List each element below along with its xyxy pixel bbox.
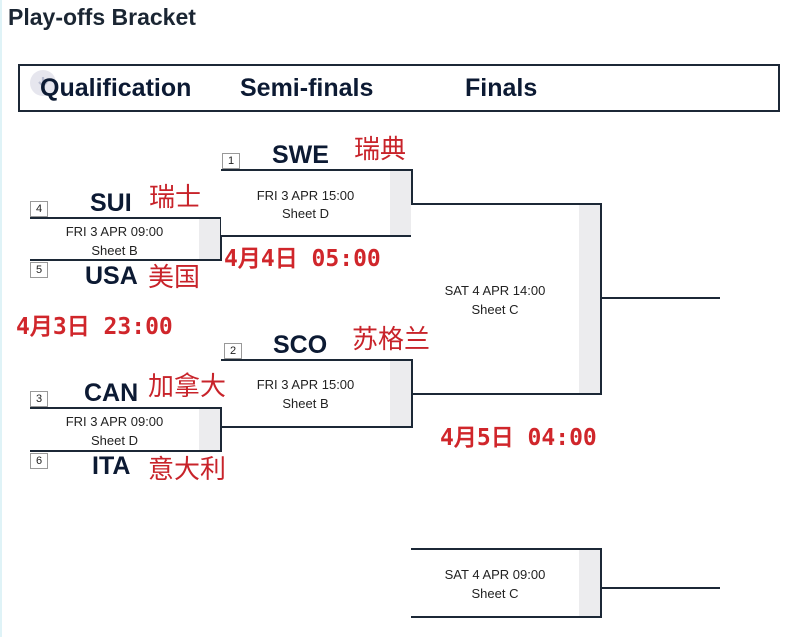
team-name: CAN: [84, 379, 139, 407]
team-name-chinese: 瑞士: [149, 183, 202, 213]
team-name-chinese: 瑞典: [354, 135, 407, 165]
seed: 1: [222, 153, 240, 169]
seed: 4: [30, 201, 48, 217]
seed: 5: [30, 262, 48, 278]
score-strip: [579, 550, 600, 616]
round-semi-finals: Semi-finals: [240, 74, 374, 102]
bronze-winner-line: [600, 587, 720, 589]
team-name: ITA: [92, 452, 131, 480]
team-name-chinese: 苏格兰: [352, 325, 431, 355]
page-title: Play-offs Bracket: [8, 4, 196, 30]
match-sheet: Sheet C: [471, 586, 519, 601]
round-qualification: Qualification: [40, 74, 192, 102]
team-name: SWE: [272, 141, 329, 169]
match-semi-final-2[interactable]: FRI 3 APR 15:00 Sheet B: [221, 359, 413, 428]
seed: 6: [30, 453, 48, 469]
local-time-annotation: 4月5日 04:00: [440, 425, 597, 451]
score-strip: [390, 361, 411, 426]
match-qualification-2[interactable]: FRI 3 APR 09:00 Sheet D: [30, 407, 222, 452]
match-final[interactable]: SAT 4 APR 14:00 Sheet C: [411, 203, 602, 395]
score-strip: [579, 205, 600, 393]
match-date: SAT 4 APR 09:00: [444, 567, 546, 582]
download-icon[interactable]: [30, 70, 56, 96]
match-sheet: Sheet D: [91, 433, 138, 448]
match-bronze[interactable]: SAT 4 APR 09:00 Sheet C: [411, 548, 602, 618]
team-name-chinese: 加拿大: [148, 372, 227, 402]
team-name-chinese: 意大利: [148, 455, 227, 485]
match-semi-final-1[interactable]: FRI 3 APR 15:00 Sheet D: [221, 169, 413, 237]
match-date: FRI 3 APR 09:00: [65, 224, 164, 239]
match-sheet: Sheet B: [282, 396, 329, 411]
score-strip: [199, 409, 220, 450]
match-sheet: Sheet D: [282, 206, 329, 221]
seed: 2: [224, 343, 242, 359]
match-date: FRI 3 APR 15:00: [256, 188, 355, 203]
local-time-annotation: 4月3日 23:00: [16, 314, 173, 340]
rounds-header: Qualification Semi-finals Finals: [18, 64, 780, 112]
match-date: FRI 3 APR 09:00: [65, 414, 164, 429]
round-finals: Finals: [465, 74, 538, 102]
match-sheet: Sheet B: [91, 243, 138, 258]
winner-line: [600, 297, 720, 299]
match-sheet: Sheet C: [471, 302, 519, 317]
score-strip: [390, 171, 411, 235]
match-date: FRI 3 APR 15:00: [256, 377, 355, 392]
team-name: USA: [85, 262, 138, 290]
team-name-chinese: 美国: [148, 263, 201, 293]
match-qualification-1[interactable]: FRI 3 APR 09:00 Sheet B: [30, 217, 222, 261]
team-name: SCO: [273, 331, 328, 359]
match-date: SAT 4 APR 14:00: [444, 283, 546, 298]
local-time-annotation: 4月4日 05:00: [224, 246, 381, 272]
seed: 3: [30, 391, 48, 407]
score-strip: [199, 219, 220, 259]
team-name: SUI: [90, 189, 132, 217]
